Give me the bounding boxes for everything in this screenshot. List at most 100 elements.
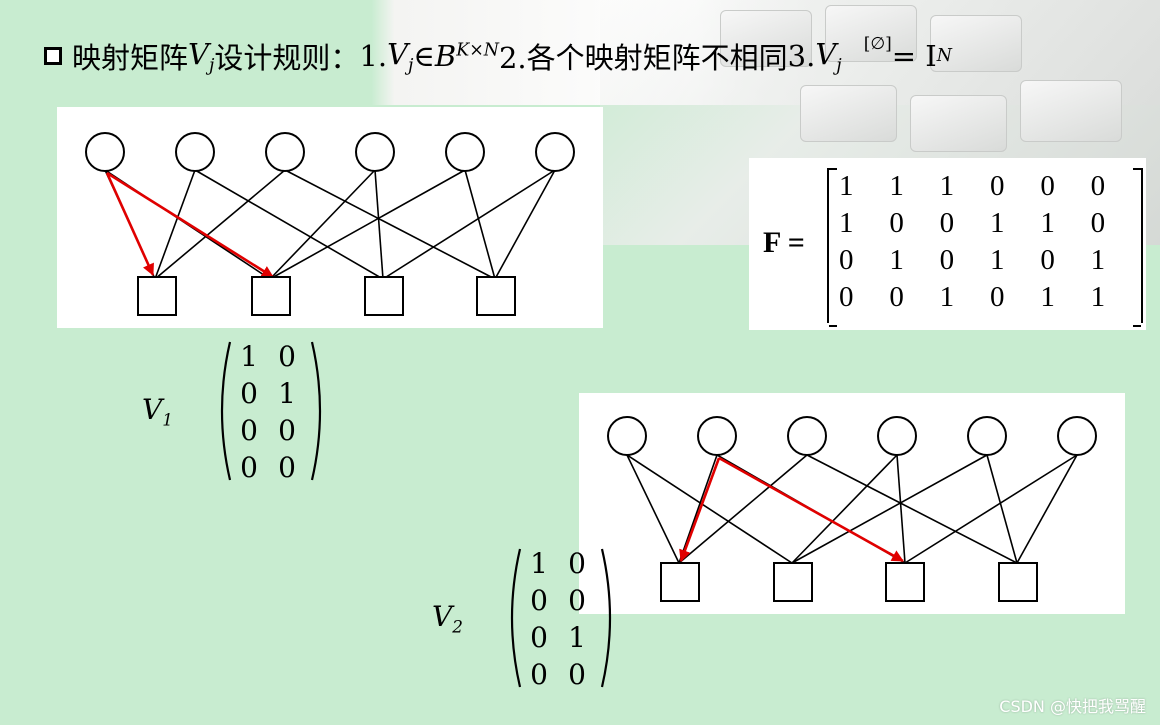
f-matrix-cell: 0 (989, 170, 1005, 202)
f-matrix-row: 1 1 1 0 0 0 (829, 168, 1141, 205)
variable-node (265, 132, 305, 172)
rule-heading: 映射矩阵 Vj 设计规则： 1. Vj ∈ BK×N 2.各个映射矩阵不相同 3… (44, 32, 952, 80)
item2-text: 2.各个映射矩阵不相同 (498, 41, 788, 75)
v1-matrix-cell: 0 (278, 340, 296, 373)
v1-matrix-cell: 0 (278, 414, 296, 447)
f-matrix-panel: F = 1 1 1 0 0 0 1 0 0 1 1 0 0 1 0 1 0 1 0 0 1 0 1 1 (749, 158, 1146, 330)
factor-graph-v2 (579, 393, 1125, 614)
variable-node (607, 416, 647, 456)
v2-matrix-cell: 0 (568, 584, 586, 617)
f-matrix-grid: 1 1 1 0 0 0 1 0 0 1 1 0 0 1 0 1 0 1 0 0 1 0 1 1 (827, 168, 1143, 327)
red-arrow-1 (105, 172, 155, 276)
variable-node (445, 132, 485, 172)
check-node (660, 562, 700, 602)
f-matrix-cell: 0 (839, 281, 854, 313)
identity-subscript: N (936, 46, 952, 66)
v1-matrix-cell: 0 (240, 377, 258, 410)
variable-node (535, 132, 575, 172)
v1-matrix-cell: 0 (240, 414, 258, 447)
f-matrix-cell: 1 (939, 170, 955, 202)
f-matrix-cell: 0 (989, 281, 1005, 313)
v2-matrix-cell: 1 (568, 621, 586, 654)
v-symbol: Vj (188, 36, 215, 76)
f-matrix-cell: 0 (839, 244, 854, 276)
f-matrix-row: 0 1 0 1 0 1 (829, 242, 1141, 279)
f-matrix-cell: 1 (1040, 207, 1055, 239)
f-matrix-row: 1 0 0 1 1 0 (829, 205, 1141, 242)
f-matrix-cell: 0 (939, 207, 955, 239)
check-node (998, 562, 1038, 602)
f-matrix-cell: 1 (989, 244, 1005, 276)
v2-matrix-cell: 0 (568, 547, 586, 580)
f-matrix-cell: 1 (1090, 244, 1106, 276)
f-matrix-cell: 0 (1040, 170, 1055, 202)
f-matrix-cell: 1 (1040, 281, 1055, 313)
red-arrow-2 (106, 171, 274, 279)
variable-node (85, 132, 125, 172)
in-set-symbol: ∈ (413, 39, 435, 73)
f-matrix-cell: 1 (989, 207, 1005, 239)
check-node (251, 276, 291, 316)
bullet-square-icon (44, 47, 62, 65)
variable-node (787, 416, 827, 456)
variable-node (877, 416, 917, 456)
f-matrix-cell: 1 (889, 170, 904, 202)
v1-matrix-cell: 0 (240, 451, 258, 484)
check-node (773, 562, 813, 602)
f-matrix-cell: 0 (889, 207, 904, 239)
f-matrix-cell: 0 (1040, 244, 1055, 276)
f-matrix-label: F = (763, 226, 805, 259)
v2-matrix-cell: 0 (530, 658, 548, 691)
f-matrix-cell: 0 (1090, 170, 1106, 202)
binary-set: BK×N (434, 39, 499, 73)
rule-text: 设计规则： (214, 41, 360, 75)
check-node (137, 276, 177, 316)
red-arrow-4 (718, 456, 904, 563)
check-node (476, 276, 516, 316)
check-node (364, 276, 404, 316)
f-matrix-cell: 0 (939, 244, 955, 276)
f-matrix-cell: 1 (839, 170, 854, 202)
item1-number: 1. (359, 39, 388, 73)
v2-label: V2 (432, 600, 463, 637)
v1-matrix-cell: 0 (278, 451, 296, 484)
v1-matrix-cell: 1 (240, 340, 258, 373)
variable-node (175, 132, 215, 172)
f-matrix-row: 0 0 1 0 1 1 (829, 279, 1141, 316)
v1-matrix-cell: 1 (278, 377, 296, 410)
check-node (885, 562, 925, 602)
factor-graph-v2-svg (607, 416, 1097, 602)
v2-parentheses (510, 548, 612, 688)
phi-superscript: [∅] (863, 34, 892, 54)
v1-label: V1 (142, 393, 173, 430)
f-matrix-cell: 1 (889, 244, 904, 276)
v2-matrix-cell: 0 (568, 658, 586, 691)
v2-matrix-cell: 0 (530, 621, 548, 654)
variable-node (1057, 416, 1097, 456)
variable-node (967, 416, 1007, 456)
watermark: CSDN @快把我骂醒 (999, 697, 1146, 716)
f-matrix-cell: 1 (839, 207, 854, 239)
f-matrix-cell: 0 (1090, 207, 1106, 239)
v-symbol-item3: Vj (815, 36, 842, 76)
red-arrow-3 (679, 457, 721, 562)
f-matrix-cell: 1 (1090, 281, 1106, 313)
variable-node (697, 416, 737, 456)
variable-node (355, 132, 395, 172)
f-matrix-cell: 1 (939, 281, 955, 313)
v2-matrix-cell: 0 (530, 584, 548, 617)
v2-matrix-cell: 1 (530, 547, 548, 580)
f-matrix-cell: 0 (889, 281, 904, 313)
heading-prefix: 映射矩阵 (72, 41, 189, 75)
keyboard-decoration (600, 0, 1160, 245)
